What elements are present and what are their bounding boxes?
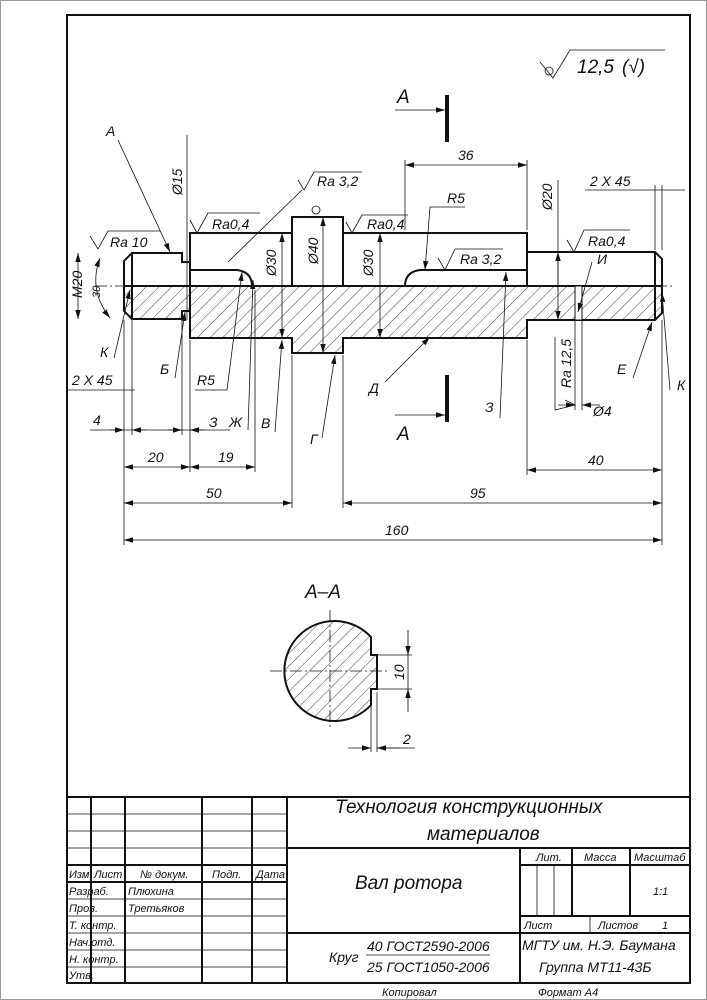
callout-k-right: К [677, 377, 686, 393]
dim-160: 160 [385, 522, 409, 538]
shaft-outline-upper [123, 216, 663, 286]
mass-label: Масса [584, 852, 617, 864]
callout-v: В [261, 415, 270, 431]
shaft-edges [131, 233, 656, 320]
roughness-ra04-mid: Ra0,4 [367, 216, 405, 232]
callout-g: Г [310, 431, 319, 447]
dim-r5-right: R5 [447, 190, 465, 206]
bore-left [190, 269, 253, 287]
role-developer: Разраб. [69, 886, 109, 898]
callout-zh: Ж [228, 414, 243, 430]
role-approver: Утв. [68, 970, 94, 982]
roughness-ra125: Ra 12,5 [558, 339, 574, 388]
dim-50: 50 [206, 485, 222, 501]
lit-label: Лит. [535, 852, 562, 864]
callout-a: А [105, 123, 115, 139]
callout-i: И [597, 251, 608, 267]
drawing-frame [66, 14, 691, 984]
roughness-ra10: Ra 10 [110, 234, 148, 250]
header-list: Лист [93, 869, 122, 881]
callout-z-left: З [209, 414, 218, 430]
dim-d20: Ø20 [539, 183, 555, 211]
group: Группа МТ11-43Б [539, 959, 652, 975]
section-cut-bottom: А [395, 375, 449, 445]
sheets-label: Листов [597, 920, 638, 932]
bore-right [404, 269, 527, 287]
roughness-ra32-top: Ra 3,2 [317, 173, 358, 189]
dim-d15: Ø15 [169, 168, 185, 196]
part-name: Вал ротора [355, 873, 462, 894]
dim-d4: Ø4 [592, 403, 612, 419]
section-a-a: А–А 10 2 [270, 582, 415, 752]
header-izm: Изм. [69, 869, 92, 881]
dim-d30-left: Ø30 [263, 249, 279, 277]
dim-4: 4 [93, 412, 101, 428]
dim-r5-left: R5 [197, 372, 215, 388]
copied-label: Копировал [382, 987, 437, 999]
role-checker: Пров. [69, 903, 98, 915]
roughness-marks: Ra 10 Ra0,4 Ra 3,2 Ra0,4 Ra 3,2 Ra0,4 Ra… [89, 171, 630, 411]
organization: МГТУ им. Н.Э. Баумана [522, 937, 676, 953]
section-title: А–А [304, 582, 341, 603]
material-bottom: 25 ГОСТ1050-2006 [366, 959, 490, 975]
dim-40: 40 [588, 452, 604, 468]
dim-angle-30: 30 [91, 285, 103, 298]
callout-k-left: К [100, 344, 109, 360]
header-sign: Подп. [212, 869, 241, 881]
dim-36: 36 [458, 147, 474, 163]
subject-line-2: материалов [427, 824, 540, 845]
dim-chamfer-left: 2 X 45 [71, 372, 113, 388]
pin-hole [574, 285, 583, 321]
developer-name: Плюхина [128, 886, 174, 898]
callout-e: Е [617, 361, 627, 377]
dim-m20: M20 [69, 271, 85, 298]
material-prefix: Круг [329, 949, 359, 965]
role-tech-control: Т. контр. [69, 920, 116, 932]
shaft-section-hatch [123, 285, 663, 354]
roughness-circle-icon [544, 66, 554, 76]
section-cut-top: А [395, 87, 449, 142]
format-label: Формат А4 [538, 987, 598, 999]
callout-z-right: З [485, 399, 494, 415]
general-roughness: 12,5 (√) [539, 49, 665, 79]
dim-d40: Ø40 [305, 237, 321, 265]
section-label: А [396, 424, 410, 445]
subject-line-1: Технология конструкционных [335, 797, 604, 818]
dim-95: 95 [470, 485, 486, 501]
surface-callouts: А К Б З Ж В Г Д З Е К И [100, 123, 686, 447]
section-label: А [396, 87, 410, 108]
scale-label: Масштаб [634, 852, 686, 864]
sheet-label: Лист [523, 920, 552, 932]
dimensions: 4 20 19 50 95 160 40 36 2 X 45 2 X 45 M2… [67, 135, 685, 545]
role-dept-head: Нач.отд. [69, 937, 115, 949]
roughness-value: 12,5 [577, 57, 614, 78]
dim-chamfer-right: 2 X 45 [589, 173, 631, 189]
callout-b: Б [160, 361, 169, 377]
checker-name: Третьяков [128, 903, 185, 915]
roughness-ra04-right: Ra0,4 [588, 233, 626, 249]
material-top: 40 ГОСТ2590-2006 [367, 938, 490, 954]
roughness-ra04-left: Ra0,4 [212, 216, 250, 232]
dim-20: 20 [147, 449, 164, 465]
roughness-suffix: (√) [622, 57, 645, 78]
dim-key-10: 10 [391, 664, 407, 680]
header-date: Дата [254, 869, 285, 881]
header-doc: № докум. [140, 869, 188, 881]
dim-key-2: 2 [402, 731, 411, 747]
callout-d: Д [367, 380, 379, 396]
scale-value: 1:1 [653, 886, 668, 898]
title-block: Технология конструкционных материалов Ва… [67, 796, 690, 999]
roughness-ra32-bore: Ra 3,2 [460, 251, 501, 267]
sheets-value: 1 [662, 920, 668, 932]
dim-19: 19 [218, 449, 234, 465]
role-norm-control: Н. контр. [69, 954, 119, 966]
dim-d30-right: Ø30 [360, 249, 376, 277]
